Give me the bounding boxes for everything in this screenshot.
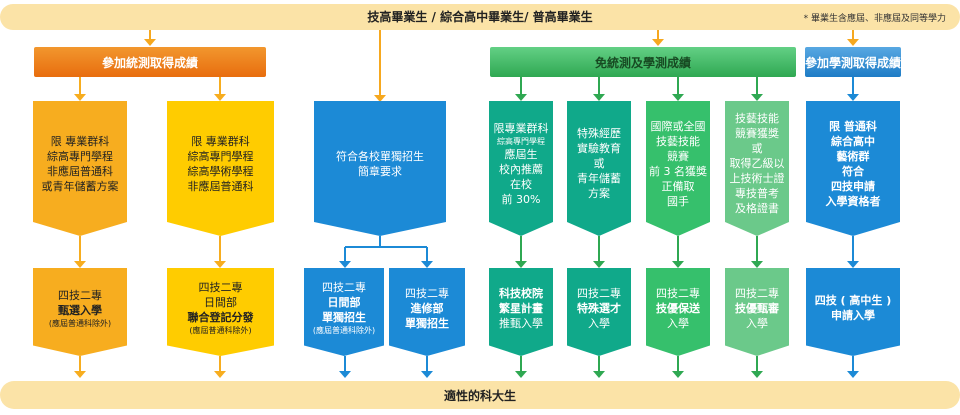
card-day-independent: 四技二專日間部單獨招生(應屆普通科除外)	[304, 268, 384, 356]
card-line: 技藝技能	[735, 112, 779, 126]
card-line: 技藝技能	[656, 134, 700, 148]
card-line: 方案	[588, 187, 610, 201]
card-line: 特殊選才	[577, 301, 621, 315]
card-line: 前 30%	[501, 192, 541, 206]
card-line: 限 專業群科	[191, 134, 250, 148]
card-eligibility-registration: 限 專業群科綜高專門學程綜高學術學程非應屆普通科	[167, 101, 274, 236]
card-star-plan: 科技校院繁星計畫推甄入學	[489, 268, 553, 356]
card-line: 入學	[667, 316, 689, 330]
card-line: 或	[593, 157, 605, 171]
card-line: (應屆普通科除外)	[48, 318, 112, 328]
card-eligibility-gsat: 限 普通科綜合高中藝術群符合四技申請入學資格者	[806, 101, 900, 236]
bottom-bar	[0, 381, 960, 409]
card-line: 推甄入學	[499, 316, 543, 330]
card-line: 上技術士證	[729, 172, 785, 186]
card-line: (應屆普通科除外)	[312, 326, 376, 336]
bottom-title: 適性的科大生	[443, 389, 516, 403]
card-line: 非應屆普通科	[47, 164, 113, 178]
card-line: 非應屆普通科	[187, 179, 254, 193]
card-line: 綜合高中	[831, 134, 875, 148]
card-evening-independent: 四技二專進修部單獨招生	[389, 268, 465, 356]
card-line: 日間部	[204, 296, 237, 310]
card-line: 單獨招生	[322, 311, 366, 325]
card-line: 或	[751, 142, 763, 156]
card-line: 四技二專	[577, 286, 621, 300]
card-line: 應屆生	[504, 147, 538, 161]
card-line: 國際或全國	[650, 119, 706, 133]
card-eligibility-selection: 限 專業群科綜高專門學程非應屆普通科或青年儲蓄方案	[33, 101, 127, 236]
card-line: 四技二專	[405, 286, 449, 300]
card-line: 甄選入學	[58, 303, 102, 317]
card-selection-admission: 四技二專甄選入學(應屆普通科除外)	[33, 268, 127, 356]
card-line: 實驗教育	[577, 142, 621, 156]
card-line: 入學資格者	[825, 194, 881, 208]
card-line: 正備取	[661, 179, 695, 193]
card-line: 技優保送	[656, 301, 700, 315]
card-line: 校內推薦	[499, 162, 543, 176]
top-bar	[0, 4, 960, 30]
card-line: (應屆普通科除外)	[189, 326, 252, 336]
card-line: 限專業群科	[493, 121, 549, 135]
card-line: 入學	[746, 316, 768, 330]
header-exam-free: 免統測及學測成績	[490, 47, 796, 77]
card-line: 綜高專門學程	[47, 149, 113, 163]
card-eligibility-star-plan: 限專業群科綜高專門學程應屆生校內推薦在校前 30%	[489, 101, 553, 236]
card-line: 符合各校單獨招生	[336, 149, 424, 163]
card-line: 或青年儲蓄方案	[41, 179, 119, 193]
card-line: 符合	[842, 164, 864, 178]
card-line: 繁星計畫	[499, 301, 543, 315]
card-line: 在校	[510, 177, 532, 191]
card-line: 國手	[667, 194, 689, 208]
card-line: 特殊經歷	[577, 127, 621, 141]
card-line: 四技二專	[735, 286, 779, 300]
card-line: 四技二專	[198, 281, 243, 295]
card-line: 綜高專門學程	[187, 149, 254, 163]
card-line: 四技二專	[58, 288, 102, 302]
card-line: 競賽獲獎	[735, 127, 779, 141]
card-joint-registration: 四技二專日間部聯合登記分發(應屆普通科除外)	[167, 268, 274, 356]
card-line: 前 3 名獲獎	[649, 164, 707, 178]
card-application-admission: 四技 ( 高中生 )申請入學	[806, 268, 900, 356]
card-special-talent: 四技二專特殊選才入學	[567, 268, 631, 356]
card-line: 及格證書	[735, 202, 779, 216]
card-eligibility-independent: 符合各校單獨招生簡章要求	[314, 101, 446, 236]
card-line: 專技普考	[735, 187, 779, 201]
header-gsat: 參加學測取得成績	[805, 47, 901, 77]
card-eligibility-skill-review: 技藝技能競賽獲獎或取得乙級以上技術士證專技普考及格證書	[725, 101, 789, 236]
card-line: 取得乙級以	[729, 157, 785, 171]
card-skill-review: 四技二專技優甄審入學	[725, 268, 789, 356]
top-note: * 畢業生含應屆、非應屆及同等學力	[803, 14, 946, 24]
card-line: 入學	[588, 316, 610, 330]
card-line: 申請入學	[831, 309, 875, 323]
card-line: 限 普通科	[829, 119, 877, 133]
top-title: 技高畢業生 / 綜合高中畢業生/ 普高畢業生	[367, 10, 593, 24]
card-line: 日間部	[327, 296, 361, 310]
card-line: 四技 ( 高中生 )	[814, 294, 892, 308]
card-eligibility-skill-guarantee: 國際或全國技藝技能競賽前 3 名獲獎正備取國手	[646, 101, 710, 236]
card-line: 綜高專門學程	[497, 136, 545, 146]
card-line: 四技申請	[831, 179, 875, 193]
card-line: 藝術群	[836, 149, 870, 163]
card-line: 限 專業群科	[50, 134, 110, 148]
header-unified-exam: 參加統測取得成績	[34, 47, 266, 77]
card-line: 綜高學術學程	[187, 164, 254, 178]
card-line: 聯合登記分發	[187, 311, 254, 325]
card-eligibility-special-talent: 特殊經歷實驗教育或青年儲蓄方案	[567, 101, 631, 236]
card-line: 科技校院	[499, 286, 543, 300]
card-line: 技優甄審	[735, 301, 779, 315]
card-skill-guarantee: 四技二專技優保送入學	[646, 268, 710, 356]
card-line: 進修部	[410, 301, 444, 315]
card-line: 四技二專	[322, 281, 366, 295]
card-line: 四技二專	[656, 286, 700, 300]
card-line: 單獨招生	[405, 316, 449, 330]
card-line: 競賽	[667, 149, 689, 163]
card-line: 青年儲蓄	[577, 172, 621, 186]
card-line: 簡章要求	[358, 164, 402, 178]
